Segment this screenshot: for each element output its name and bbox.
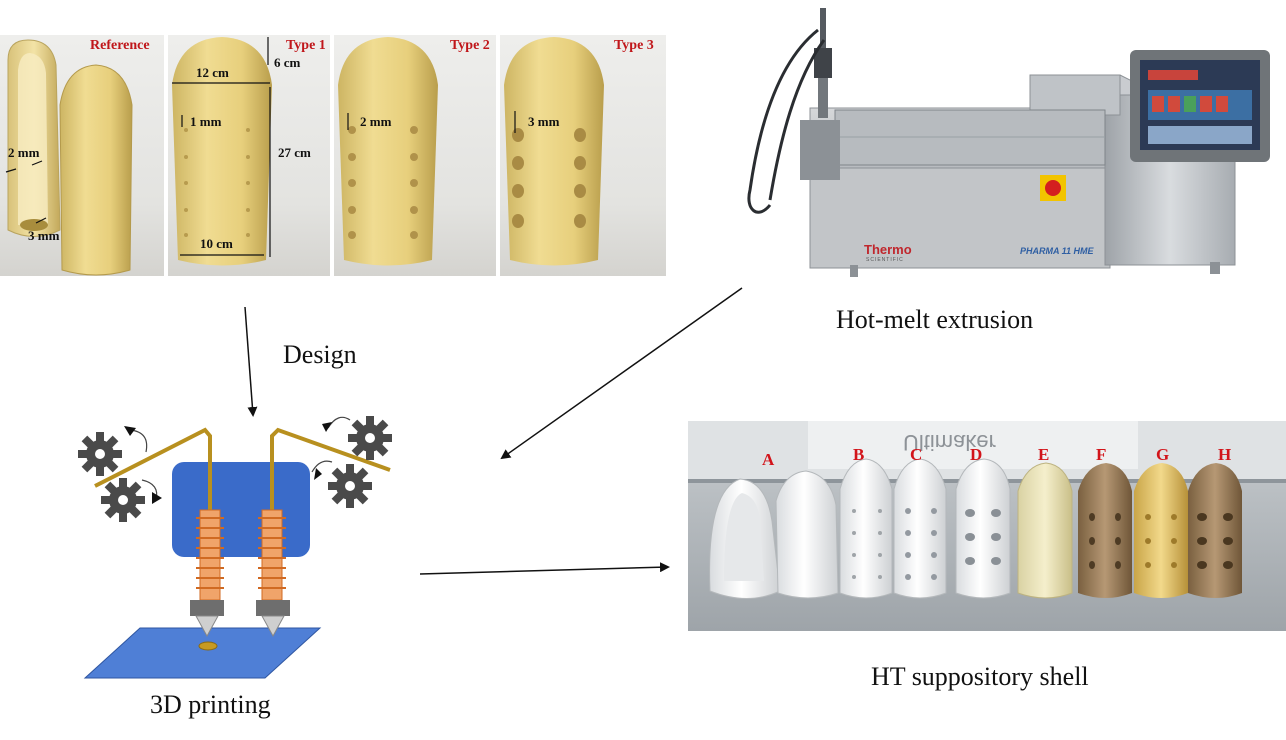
- caption-hot-melt: Hot-melt extrusion: [836, 305, 1034, 334]
- extruder-brand: Thermo: [864, 242, 912, 257]
- arrow-design-to-printing: [244, 306, 258, 417]
- shell-letter-c: C: [910, 445, 923, 464]
- reference-open-shell: [7, 39, 61, 237]
- dim-hole1: 1 mm: [190, 114, 222, 129]
- caption-printing: 3D printing: [150, 690, 271, 719]
- extruder-panel: Thermo SCIENTIFIC PHARMA 11 HME: [740, 0, 1286, 285]
- label-type3: Type 3: [614, 38, 654, 53]
- dim-base-hole: 3 mm: [28, 228, 60, 243]
- label-type2: Type 2: [450, 38, 490, 53]
- dim-hole3: 3 mm: [528, 114, 560, 129]
- dimension-lines: [5, 37, 516, 257]
- dim-hole2: 2 mm: [360, 114, 392, 129]
- shell-letter-d: D: [970, 445, 983, 464]
- shell-d: [893, 458, 947, 599]
- extruder-model: PHARMA 11 HME: [1020, 246, 1094, 256]
- suppository-photo: [5, 35, 604, 276]
- shell-g: [1078, 463, 1132, 598]
- reference-closed-shell: [59, 64, 133, 276]
- shell-letter-e: E: [1038, 445, 1050, 464]
- arrow-extrusion-to-printing: [500, 287, 743, 460]
- shell-h: [1134, 463, 1188, 598]
- dim-width-bottom: 10 cm: [200, 236, 233, 251]
- heater-left: [190, 509, 224, 638]
- print-bed: [83, 627, 322, 679]
- heater-right: [256, 509, 290, 638]
- type2-shell: [338, 37, 438, 266]
- label-reference: Reference: [90, 38, 150, 53]
- extruder-machine: [747, 8, 1270, 277]
- extruder-brand-sub: SCIENTIFIC: [866, 257, 904, 263]
- shell-letter-a: A: [762, 450, 775, 469]
- shells-panel: Ultimaker A B C D E F G H: [688, 421, 1286, 631]
- printer-illustration: [78, 416, 392, 679]
- shell-letter-g: G: [1156, 445, 1170, 464]
- caption-shell: HT suppository shell: [871, 662, 1089, 691]
- shell-letter-h: H: [1218, 445, 1232, 464]
- arrow-printing-to-shell: [419, 562, 670, 575]
- label-type1: Type 1: [286, 38, 326, 53]
- shell-f: [1017, 462, 1073, 599]
- dim-width-top: 12 cm: [196, 65, 229, 80]
- type3-shell: [504, 37, 604, 266]
- caption-design: Design: [283, 340, 357, 369]
- shell-letter-f: F: [1096, 445, 1107, 464]
- shell-c: [839, 458, 893, 599]
- design-panel: Reference Type 1 Type 2 Type 3 2 mm 3 mm…: [0, 35, 666, 276]
- shell-i: [1188, 463, 1242, 598]
- dim-tip-height: 6 cm: [274, 55, 301, 70]
- dim-length: 27 cm: [278, 145, 311, 160]
- shells-photo: [688, 421, 1286, 599]
- type1-shell: [172, 37, 272, 266]
- dim-wall: 2 mm: [8, 145, 40, 160]
- shell-letter-b: B: [853, 445, 865, 464]
- shell-e: [955, 458, 1011, 599]
